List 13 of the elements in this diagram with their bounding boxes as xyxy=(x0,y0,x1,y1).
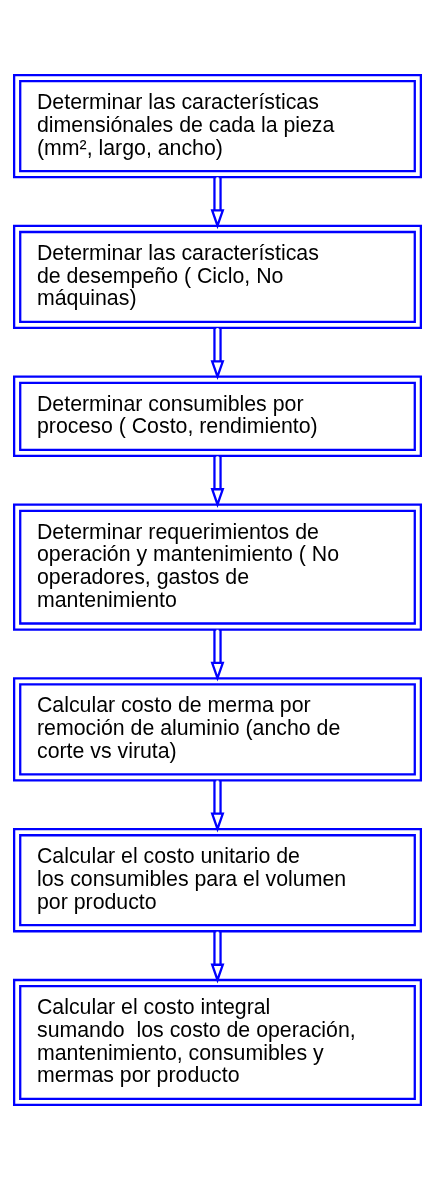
node-box: Determinar requerimientos de operación y mantenimiento ( No operadores, gastos de mantenimiento xyxy=(13,503,422,631)
node-box: Determinar las características de desempeño ( Ciclo, No máquinas) xyxy=(13,224,422,330)
node-box: Calcular el costo integral sumando los costo de operación, mantenimiento, consumibles y mermas por producto xyxy=(13,978,422,1107)
arrow xyxy=(210,629,225,682)
arrow xyxy=(210,328,225,381)
node-box: Calcular costo de merma por remoción de aluminio (ancho de corte vs viruta) xyxy=(13,677,422,782)
node-box: Calcular el costo unitario de los consumibles para el volumen por producto xyxy=(13,828,422,933)
arrow xyxy=(210,780,225,833)
node-box: Determinar consumibles por proceso ( Costo, rendimiento) xyxy=(13,375,422,458)
node-box: Determinar las características dimensiónales de cada la pieza (mm², largo, ancho) xyxy=(13,73,422,179)
arrow xyxy=(210,177,225,230)
arrow xyxy=(210,456,225,508)
arrow xyxy=(210,931,225,984)
